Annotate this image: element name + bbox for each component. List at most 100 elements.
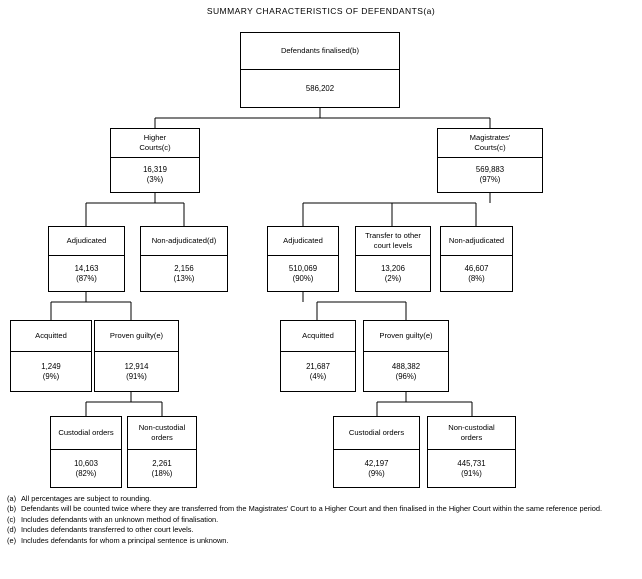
node-divider (438, 157, 542, 158)
node-divider (356, 255, 430, 256)
node-divider (95, 351, 178, 352)
node-mc-acquitted[interactable]: Acquitted 21,687 (4%) (280, 320, 356, 392)
node-divider (364, 351, 448, 352)
node-percent: (97%) (479, 175, 501, 184)
node-label: Adjudicated (66, 236, 107, 245)
footnotes: (a) All percentages are subject to round… (7, 494, 637, 546)
node-divider (111, 157, 199, 158)
node-divider (441, 255, 512, 256)
node-value: 46,607 (464, 263, 489, 273)
footnote-marker: (e) (7, 535, 17, 545)
node-value-group: 21,687 (4%) (281, 352, 355, 391)
node-hc-adjudicated[interactable]: Adjudicated 14,163 (87%) (48, 226, 125, 292)
node-value-group: 569,883 (97%) (438, 158, 542, 192)
node-divider (49, 255, 124, 256)
node-value-group: 2,156 (13%) (141, 256, 227, 291)
node-divider (141, 255, 227, 256)
node-value: 2,156 (174, 263, 194, 273)
node-value: 586,202 (305, 83, 335, 93)
node-label: Magistrates' Courts(c) (469, 133, 511, 152)
node-higher-courts[interactable]: Higher Courts(c) 16,319 (3%) (110, 128, 200, 193)
node-value: 488,382 (391, 361, 421, 371)
node-label: Proven guilty(e) (379, 331, 433, 340)
node-value: 445,731 (457, 458, 486, 468)
node-divider (51, 449, 121, 450)
node-hc-custodial[interactable]: Custodial orders 10,603 (82%) (50, 416, 122, 488)
node-mc-adjudicated[interactable]: Adjudicated 510,069 (90%) (267, 226, 339, 292)
footnote-marker: (b) (7, 504, 17, 514)
node-percent: (87%) (76, 273, 97, 283)
node-value: 12,914 (124, 361, 149, 371)
node-value-group: 16,319 (3%) (111, 158, 199, 192)
node-magistrates-courts[interactable]: Magistrates' Courts(c) 569,883 (97%) (437, 128, 543, 193)
footnote-d: (d) Includes defendants transferred to o… (7, 525, 637, 535)
node-value: 13,206 (381, 263, 405, 273)
node-divider (281, 351, 355, 352)
node-value-group: 445,731 (91%) (428, 450, 515, 487)
footnote-text: Includes defendants with an unknown meth… (21, 514, 219, 524)
footnote-marker: (c) (7, 514, 16, 524)
node-mc-non-adjudicated[interactable]: Non-adjudicated 46,607 (8%) (440, 226, 513, 292)
node-label: Higher Courts(c) (139, 133, 171, 152)
node-value-group: 14,163 (87%) (49, 256, 124, 291)
node-mc-proven-guilty[interactable]: Proven guilty(e) 488,382 (96%) (363, 320, 449, 392)
node-hc-proven-guilty[interactable]: Proven guilty(e) 12,914 (91%) (94, 320, 179, 392)
node-percent: (4%) (309, 371, 327, 381)
node-divider (428, 449, 515, 450)
footnote-text: All percentages are subject to rounding. (21, 494, 152, 503)
page-title: SUMMARY CHARACTERISTICS OF DEFENDANTS(a) (206, 6, 436, 16)
node-label: Non-custodial orders (448, 423, 495, 442)
node-label: Acquitted (302, 331, 334, 340)
node-label: Acquitted (35, 331, 67, 340)
node-label: Adjudicated (283, 236, 323, 245)
node-value: 2,261 (152, 458, 172, 468)
footnote-marker: (a) (7, 494, 17, 503)
node-value: 10,603 (74, 458, 98, 468)
node-value: 14,163 (74, 263, 99, 273)
node-percent: (90%) (292, 273, 314, 283)
node-value-group: 586,202 (241, 70, 399, 107)
node-value-group: 46,607 (8%) (441, 256, 512, 291)
node-value: 569,883 (475, 165, 505, 174)
footnote-marker: (d) (7, 525, 17, 535)
node-value-group: 42,197 (9%) (334, 450, 419, 487)
footnote-text: Defendants will be counted twice where t… (21, 504, 603, 514)
footnote-e: (e) Includes defendants for whom a princ… (7, 536, 637, 546)
node-divider (128, 449, 196, 450)
node-label: Transfer to other court levels (365, 231, 421, 250)
node-value-group: 10,603 (82%) (51, 450, 121, 487)
node-label: Non-adjudicated(d) (151, 236, 217, 245)
node-value-group: 510,069 (90%) (268, 256, 338, 291)
node-value: 1,249 (41, 361, 61, 371)
node-label: Non-custodial orders (138, 423, 186, 442)
footnote-text: Includes defendants transferred to other… (21, 525, 194, 535)
node-value: 21,687 (306, 361, 330, 371)
node-mc-non-custodial[interactable]: Non-custodial orders 445,731 (91%) (427, 416, 516, 488)
node-label: Custodial orders (348, 428, 405, 437)
node-divider (11, 351, 91, 352)
node-defendants-finalised[interactable]: Defendants finalised(b) 586,202 (240, 32, 400, 108)
node-percent: (82%) (75, 468, 97, 478)
node-mc-custodial[interactable]: Custodial orders 42,197 (9%) (333, 416, 420, 488)
node-label: Custodial orders (58, 428, 114, 437)
node-hc-non-adjudicated[interactable]: Non-adjudicated(d) 2,156 (13%) (140, 226, 228, 292)
node-hc-non-custodial[interactable]: Non-custodial orders 2,261 (18%) (127, 416, 197, 488)
node-label: Proven guilty(e) (109, 331, 164, 340)
node-divider (334, 449, 419, 450)
footnote-c: (c) Includes defendants with an unknown … (7, 515, 637, 525)
node-label: Defendants finalised(b) (280, 46, 360, 55)
footnote-text: Includes defendants for whom a principal… (21, 535, 229, 545)
node-percent: (9%) (368, 468, 385, 478)
node-hc-acquitted[interactable]: Acquitted 1,249 (9%) (10, 320, 92, 392)
node-value-group: 1,249 (9%) (11, 352, 91, 391)
node-value-group: 13,206 (2%) (356, 256, 430, 291)
node-mc-transfer[interactable]: Transfer to other court levels 13,206 (2… (355, 226, 431, 292)
node-percent: (2%) (384, 273, 402, 283)
node-value-group: 2,261 (18%) (128, 450, 196, 487)
node-percent: (91%) (126, 371, 147, 381)
node-percent: (9%) (42, 371, 60, 381)
node-percent: (18%) (151, 468, 173, 478)
node-value-group: 12,914 (91%) (95, 352, 178, 391)
node-value: 42,197 (364, 458, 389, 468)
node-percent: (8%) (468, 273, 485, 283)
